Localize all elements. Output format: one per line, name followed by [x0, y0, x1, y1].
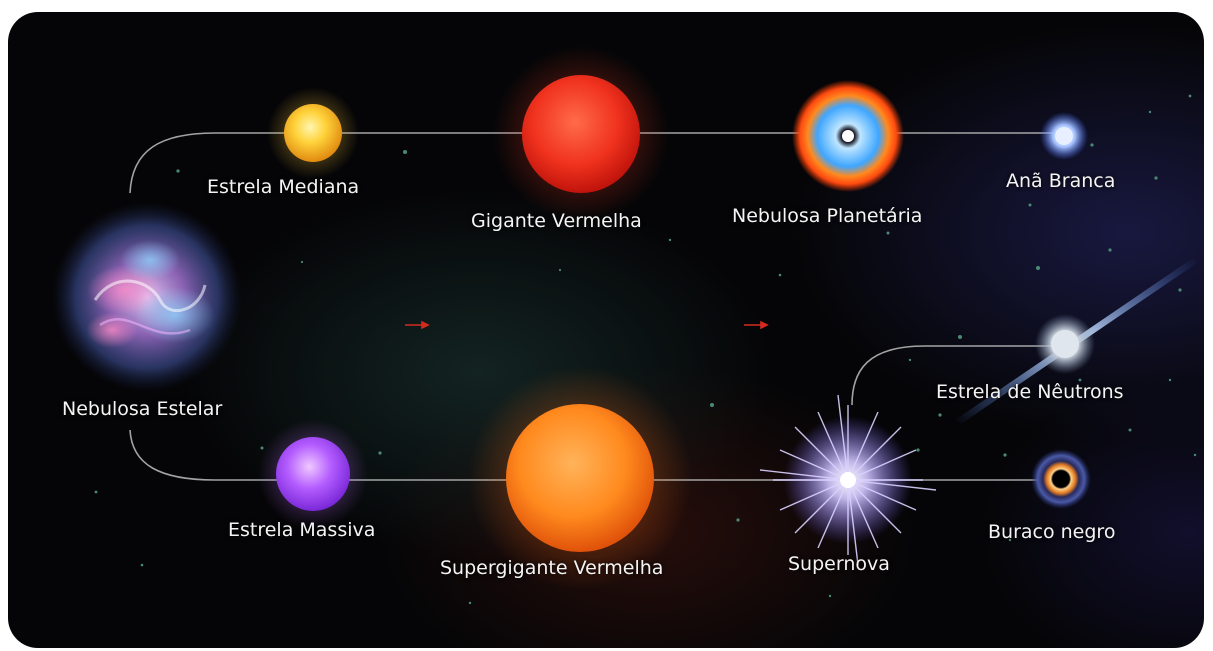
nebula-cloud-icon — [52, 202, 242, 392]
connector-lines — [129, 132, 1065, 481]
yellow-star-icon — [267, 87, 359, 179]
flow-arrows — [405, 320, 769, 330]
planetary-nebula-icon — [792, 80, 904, 192]
black-hole-icon — [1031, 449, 1091, 509]
label-stellar-nebula: Nebulosa Estelar — [62, 398, 223, 420]
label-average-star: Estrela Mediana — [207, 176, 360, 198]
label-red-supergiant: Supergigante Vermelha — [440, 557, 664, 579]
neutron-star-icon — [955, 258, 1197, 424]
label-supernova: Supernova — [788, 553, 890, 575]
orange-supergiant-icon — [468, 366, 692, 590]
label-white-dwarf: Anã Branca — [1006, 170, 1116, 192]
label-red-giant: Gigante Vermelha — [471, 210, 642, 232]
label-planetary-nebula: Nebulosa Planetária — [732, 205, 923, 227]
label-neutron-star: Estrela de Nêutrons — [936, 381, 1124, 403]
supernova-burst-icon — [759, 394, 937, 566]
label-massive-star: Estrela Massiva — [228, 519, 376, 541]
star-field — [94, 94, 1197, 605]
red-giant-star-icon — [493, 46, 669, 222]
violet-star-icon — [258, 419, 368, 529]
label-black-hole: Buraco negro — [988, 521, 1116, 543]
white-dwarf-icon — [1040, 112, 1088, 160]
